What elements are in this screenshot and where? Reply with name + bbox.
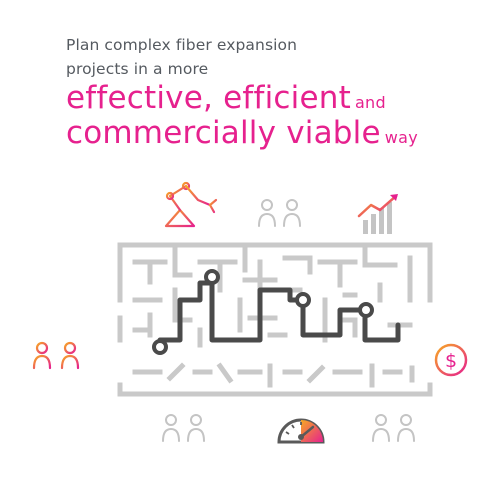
route-node: [295, 292, 311, 308]
route-nodes: [152, 269, 374, 355]
people-icon: [372, 414, 415, 442]
growth-chart-icon: [357, 194, 398, 234]
emphasis-text-1: effective, efficient: [66, 80, 351, 116]
speedometer-icon: [277, 418, 325, 444]
trailer-text: way: [384, 128, 419, 147]
headline-line-1: Plan complex fiber expansion: [66, 36, 298, 54]
route-node: [204, 269, 220, 285]
people-icon: [162, 414, 205, 442]
dollar-sign: $: [445, 350, 457, 372]
robot-arm-icon: [164, 181, 218, 228]
connector-text: and: [354, 93, 386, 112]
emphasis-text-2: commercially viable: [66, 115, 381, 151]
maze-walls: [117, 242, 433, 397]
dollar-coin-icon: $: [434, 343, 468, 377]
route-node: [358, 302, 374, 318]
headline: Plan complex fiber expansion projects in…: [66, 36, 496, 153]
people-icon: [32, 341, 80, 370]
route-node: [152, 339, 168, 355]
people-icon: [258, 199, 301, 227]
headline-line-2: projects in a more: [66, 59, 209, 78]
